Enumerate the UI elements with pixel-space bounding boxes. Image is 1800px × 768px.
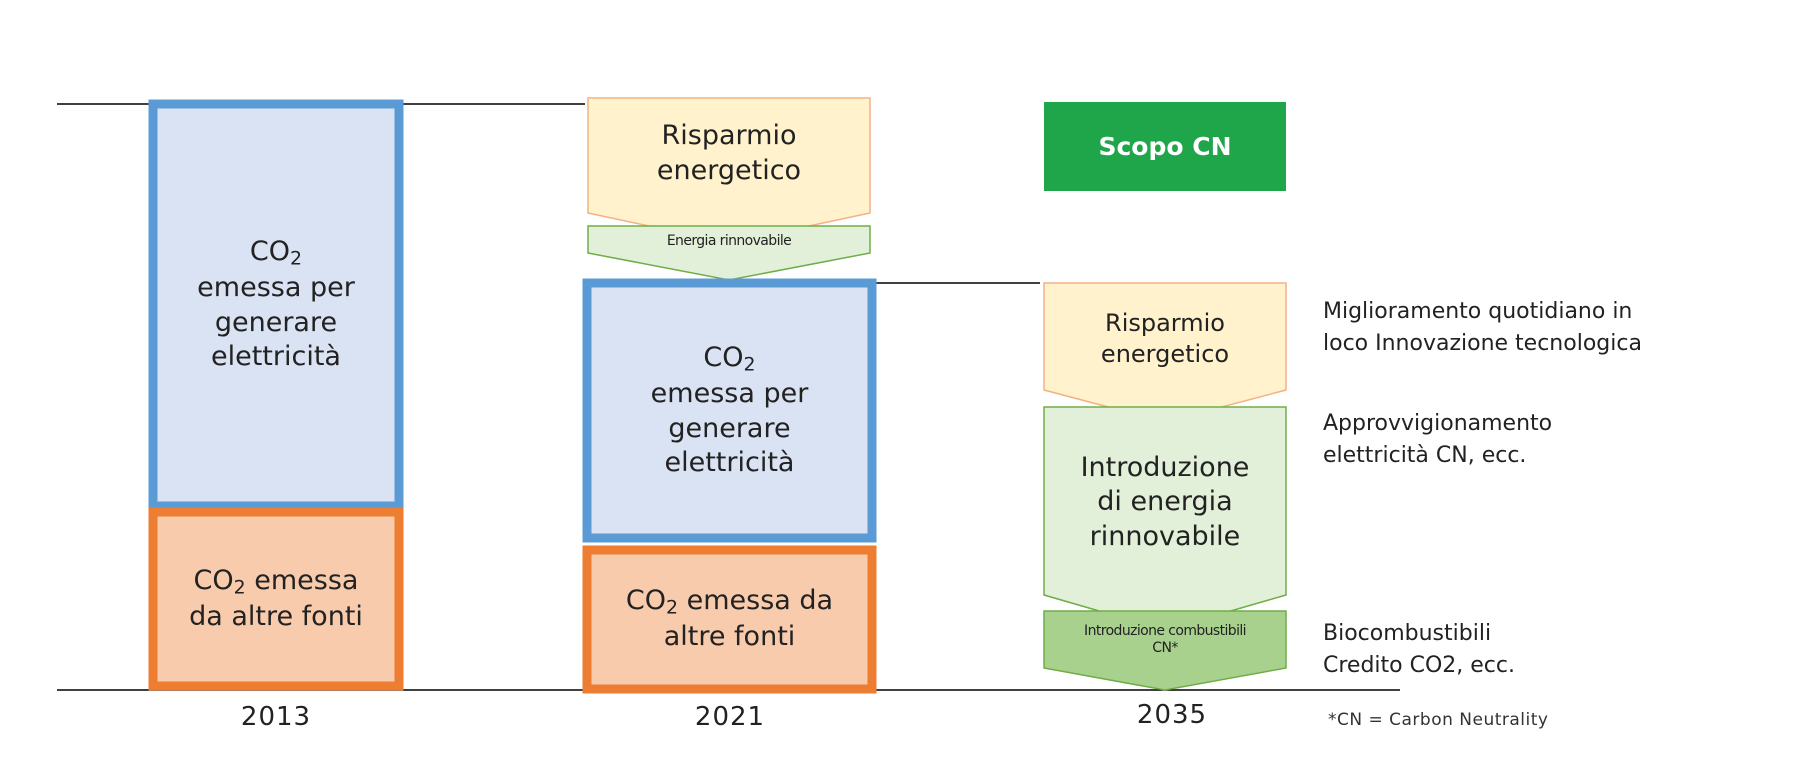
- co2-other-2013-box: [148, 507, 404, 691]
- year-label-2035: 2035: [1136, 700, 1208, 730]
- goal-cn-label: Scopo CN: [1044, 102, 1286, 191]
- footnote-cn: *CN = Carbon Neutrality: [1328, 710, 1549, 730]
- savings-2021-label: Risparmio energetico: [656, 120, 802, 186]
- co2-other-2013-label: CO2 emessa da altre fonti: [160, 518, 392, 680]
- co2-formula: CO2: [193, 564, 246, 599]
- co2-formula: CO2: [249, 236, 303, 270]
- co2-other-2021-text: emessa da altre fonti: [663, 585, 834, 653]
- renewable-2021-arrow: [587, 225, 871, 281]
- co2-electricity-2013-box: [148, 99, 404, 511]
- year-label-2021: 2021: [694, 702, 766, 732]
- year-label-2013: 2013: [240, 702, 312, 732]
- note-savings: Miglioramento quotidiano in loco Innovaz…: [1323, 299, 1642, 356]
- co2-other-2021-box: [582, 545, 877, 694]
- co2-other-2013-text: emessa da altre fonti: [189, 564, 363, 632]
- co2-electricity-2013-text: emessa per generare elettricità: [197, 272, 355, 373]
- note-fuels: Biocombustibili Credito CO2, ecc.: [1323, 621, 1515, 678]
- co2-other-2021-label: CO2 emessa da altre fonti: [594, 556, 865, 683]
- savings-2035-label: Risparmio energetico: [1100, 309, 1230, 368]
- co2-formula: CO2: [625, 585, 679, 619]
- co2-electricity-2021-box: [582, 278, 877, 543]
- renewable-2021-label: Energia rinnovabile: [666, 233, 792, 250]
- note-renewable: Approvvigionamento elettricità CN, ecc.: [1323, 411, 1553, 468]
- co2-formula: CO2: [703, 342, 756, 376]
- fuels-2035-arrow: [1043, 610, 1287, 691]
- co2-electricity-2021-text: emessa per generare elettricità: [650, 378, 809, 479]
- fuels-2035-label: Introduzione combustibili CN*: [1084, 622, 1247, 657]
- savings-2035-arrow: [1043, 282, 1287, 423]
- renewable-2035-label: Introduzione di energia rinnovabile: [1080, 451, 1250, 552]
